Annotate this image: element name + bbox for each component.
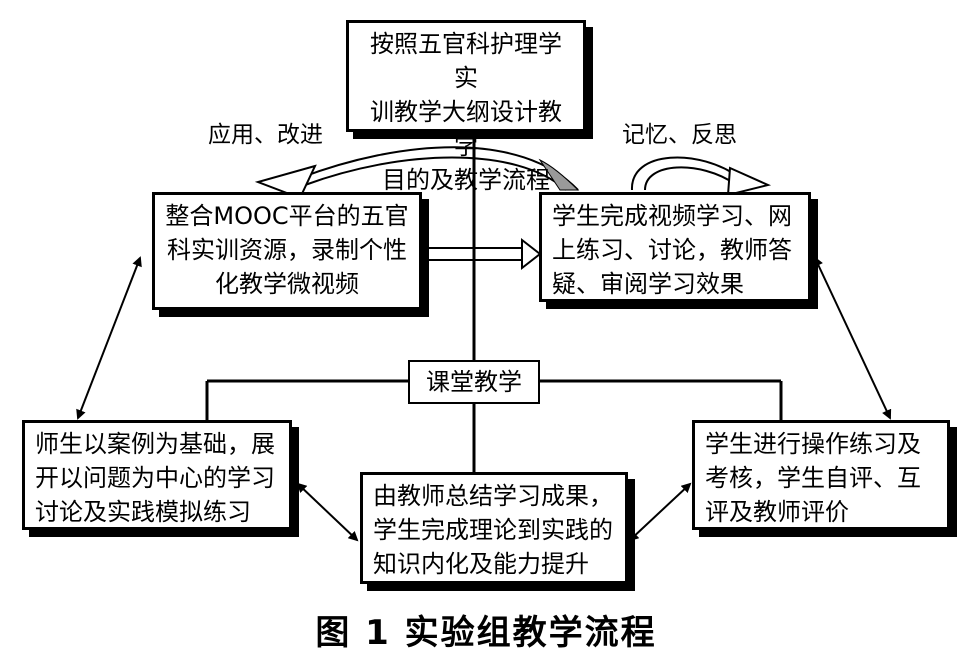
teacher-summary-line-3: 知识内化及能力提升 [373, 550, 589, 578]
course-design-line-2: 训教学大纲设计教学 [370, 98, 562, 160]
case-discussion-line-3: 讨论及实践模拟练习 [35, 498, 251, 526]
practice-assessment-line-1: 学生进行操作练习及 [705, 430, 921, 458]
mooc-resource-line-1: 整合MOOC平台的五官 [165, 202, 409, 230]
student-video-line-1: 学生完成视频学习、网 [552, 202, 792, 230]
classroom-teaching-box: 课堂教学 [408, 360, 540, 404]
case-discussion-line-1: 师生以案例为基础，展 [35, 430, 275, 458]
case-summary-arrow [296, 482, 359, 542]
student-video-box: 学生完成视频学习、网 上练习、讨论，教师答 疑、审阅学习效果 [539, 192, 811, 302]
apply-improve-label: 应用、改进 [208, 122, 323, 148]
teacher-summary-box: 由教师总结学习成果， 学生完成理论到实践的 知识内化及能力提升 [360, 472, 628, 584]
memory-reflect-label: 记忆、反思 [622, 122, 737, 148]
memory-reflect-loop [630, 156, 772, 197]
case-discussion-line-2: 开以问题为中心的学习 [35, 464, 275, 492]
course-design-box: 按照五官科护理学实 训教学大纲设计教学 目的及教学流程 [346, 20, 586, 194]
mooc-resource-box: 整合MOOC平台的五官 科实训资源，录制个性 化教学微视频 [152, 192, 422, 310]
student-video-line-2: 上练习、讨论，教师答 [552, 236, 792, 264]
course-design-line-3: 目的及教学流程 [382, 166, 550, 194]
teacher-summary-line-2: 学生完成理论到实践的 [373, 516, 613, 544]
summary-practice-arrow [628, 482, 692, 542]
mooc-resource-line-2: 科实训资源，录制个性 [167, 236, 407, 264]
student-practice-arrow [813, 256, 892, 420]
teacher-summary-line-1: 由教师总结学习成果， [373, 482, 613, 510]
practice-assessment-line-3: 评及教师评价 [705, 498, 849, 526]
mooc-case-arrow [76, 256, 142, 420]
figure-caption: 图 1 实验组教学流程 [315, 613, 657, 653]
course-design-line-1: 按照五官科护理学实 [370, 30, 562, 92]
student-video-line-3: 疑、审阅学习效果 [552, 270, 744, 298]
case-discussion-box: 师生以案例为基础，展 开以问题为中心的学习 讨论及实践模拟练习 [22, 420, 292, 530]
mooc-to-student-arrow [420, 237, 542, 271]
practice-assessment-line-2: 考核，学生自评、互 [705, 464, 921, 492]
apply-improve-arrow [254, 146, 580, 200]
practice-assessment-box: 学生进行操作练习及 考核，学生自评、互 评及教师评价 [692, 420, 950, 530]
mooc-resource-line-3: 化教学微视频 [215, 270, 359, 298]
